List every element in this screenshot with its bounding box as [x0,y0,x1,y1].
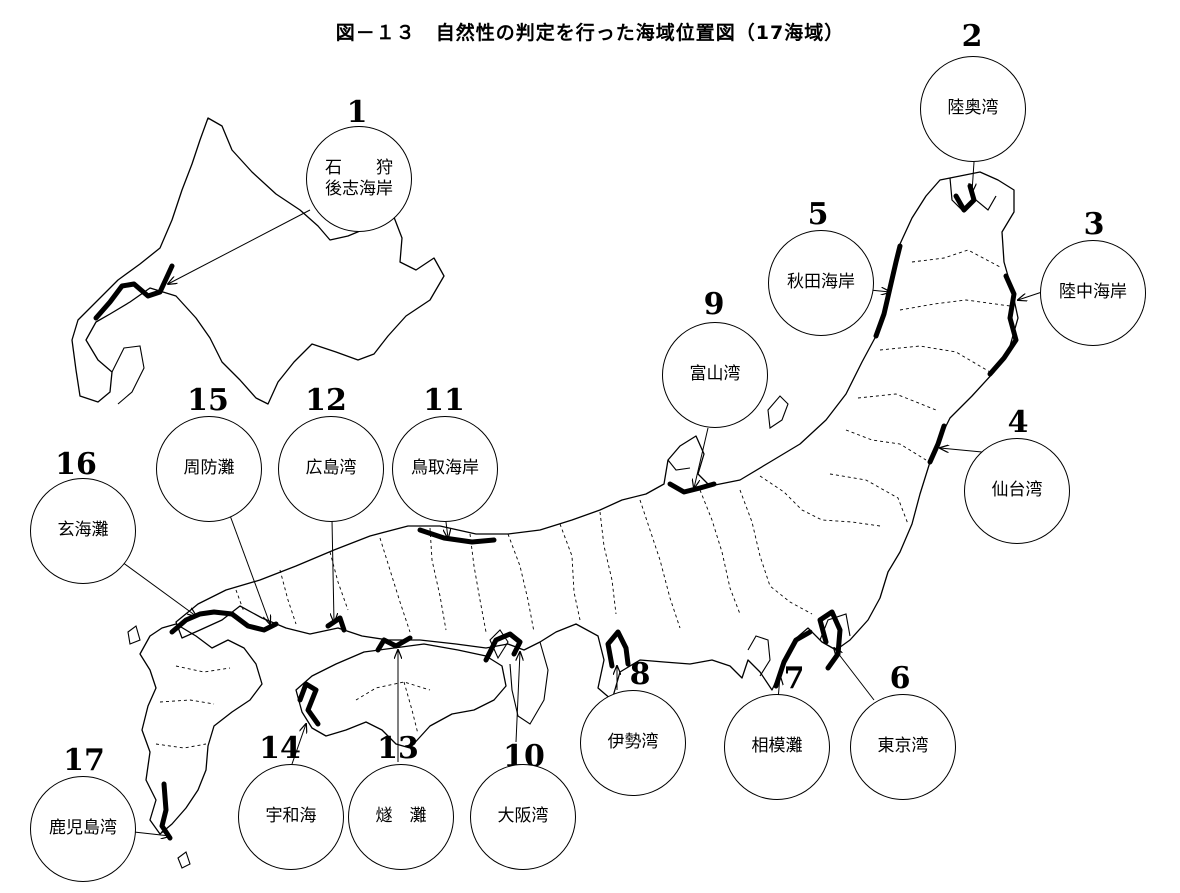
region-label-8: 伊勢湾 [607,732,659,753]
kyushu-outline [139,623,263,835]
region-circle-13: 燧 灘 [348,764,454,870]
shikoku-outline [295,643,507,749]
region-number-13: 13 [377,731,419,766]
region-circle-5: 秋田海岸 [768,230,874,336]
region-label-2: 陸奥湾 [947,98,999,119]
region-number-6: 6 [889,661,911,696]
region-number-2: 2 [961,19,983,54]
region-number-8: 8 [629,657,651,692]
region-circle-4: 仙台湾 [964,438,1070,544]
prefecture-borders [155,249,1011,749]
region-label-9: 富山湾 [689,364,741,385]
region-circle-6: 東京湾 [850,694,956,800]
region-label-10: 大阪湾 [497,806,549,827]
region-circle-2: 陸奥湾 [920,56,1026,162]
region-label-6: 東京湾 [877,736,929,757]
region-label-4: 仙台湾 [991,480,1043,501]
region-label-16: 玄海灘 [57,520,109,541]
figure-title: 図－１３ 自然性の判定を行った海域位置図（17海域） [335,22,845,44]
region-label-13: 燧 灘 [375,806,427,827]
region-number-7: 7 [783,661,805,696]
region-number-3: 3 [1083,207,1105,242]
region-circle-8: 伊勢湾 [580,690,686,796]
region-number-16: 16 [55,447,97,482]
region-circle-1: 石 狩 後志海岸 [306,126,412,232]
region-label-7: 相模灘 [751,736,803,757]
region-circle-3: 陸中海岸 [1040,240,1146,346]
region-label-14: 宇和海 [265,806,317,827]
region-circle-15: 周防灘 [156,416,262,522]
region-label-5: 秋田海岸 [787,272,855,293]
region-circle-11: 鳥取海岸 [392,416,498,522]
region-circle-14: 宇和海 [238,764,344,870]
region-label-12: 広島湾 [305,458,357,479]
region-label-17: 鹿児島湾 [49,818,117,839]
region-number-1: 1 [346,95,368,130]
hokkaido-outline [71,117,445,405]
region-number-15: 15 [187,383,229,418]
region-number-17: 17 [63,743,105,778]
region-number-4: 4 [1007,405,1029,440]
region-circle-9: 富山湾 [662,322,768,428]
region-label-1: 石 狩 後志海岸 [325,157,393,199]
region-number-12: 12 [305,383,347,418]
region-number-5: 5 [807,197,829,232]
region-number-9: 9 [703,287,725,322]
region-label-11: 鳥取海岸 [411,458,479,479]
region-number-11: 11 [423,383,465,418]
region-circle-16: 玄海灘 [30,478,136,584]
honshu-outline [175,171,1019,701]
region-circle-17: 鹿児島湾 [30,776,136,882]
leader-lines [121,161,1043,836]
region-circle-7: 相模灘 [724,694,830,800]
region-circle-12: 広島湾 [278,416,384,522]
region-number-14: 14 [259,731,301,766]
region-circle-10: 大阪湾 [470,764,576,870]
region-label-15: 周防灘 [183,458,235,479]
region-label-3: 陸中海岸 [1059,282,1127,303]
